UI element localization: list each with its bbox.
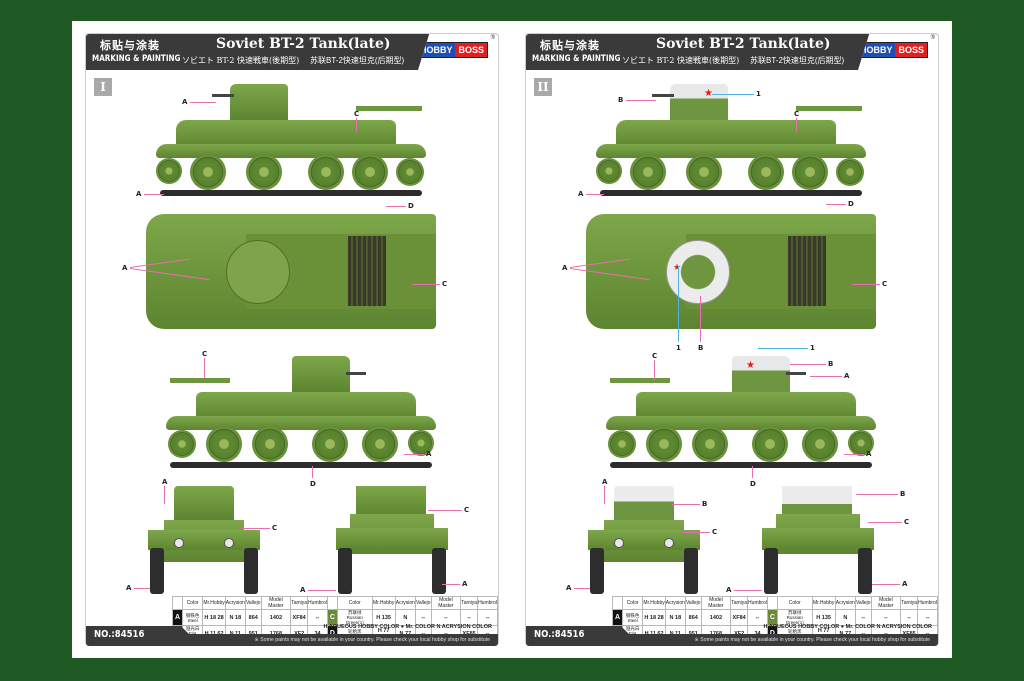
callout-b: B: [828, 360, 834, 368]
callout-a: A: [866, 450, 872, 458]
callout-c: C: [442, 280, 448, 288]
red-star-icon: ★: [704, 88, 713, 99]
callout-c: C: [794, 110, 800, 118]
callout-b: B: [698, 344, 704, 352]
kit-number: NO.:84516: [94, 629, 145, 640]
callout-c: C: [272, 524, 278, 532]
availability-note: ※ Some paints may not be available in yo…: [254, 637, 490, 643]
callout-c: C: [354, 110, 360, 118]
callout-c: C: [202, 350, 208, 358]
callout-b: B: [702, 500, 708, 508]
callout-1: 1: [810, 344, 815, 352]
subtitle-jp: ソビエト BT-2 快速戦車(後期型): [182, 56, 300, 65]
page-header: 标贴与涂装 MARKING & PAINTING Soviet BT-2 Tan…: [526, 34, 938, 70]
instruction-sheet: 标贴与涂装 MARKING & PAINTING Soviet BT-2 Tan…: [72, 21, 952, 658]
tank-rear-view: [762, 486, 874, 596]
callout-a: A: [162, 478, 168, 486]
paint-legend: H AQUEOUS HOBBY COLOR ● Mr. COLOR N ACRY…: [763, 624, 932, 630]
callout-d: D: [408, 202, 414, 210]
page-scheme-2: 标贴与涂装 MARKING & PAINTING Soviet BT-2 Tan…: [525, 33, 939, 646]
callout-a: A: [126, 584, 132, 592]
callout-a: A: [844, 372, 850, 380]
model-title: Soviet BT-2 Tank(late): [216, 36, 391, 52]
tank-side-view-right: [146, 84, 436, 199]
turret-roundel: [666, 240, 730, 304]
callout-c: C: [464, 506, 470, 514]
page-scheme-1: 标贴与涂装 MARKING & PAINTING Soviet BT-2 Tan…: [85, 33, 499, 646]
subtitle-cn: 苏联BT-2快速坦克(后期型): [750, 56, 845, 65]
paint-legend: H AQUEOUS HOBBY COLOR ● Mr. COLOR N ACRY…: [323, 624, 492, 630]
kit-number: NO.:84516: [534, 629, 585, 640]
tank-side-view-left: [156, 356, 446, 471]
tank-front-view: [588, 486, 700, 596]
callout-a: A: [300, 586, 306, 594]
callout-a: A: [578, 190, 584, 198]
callout-c: C: [904, 518, 910, 526]
callout-a: A: [902, 580, 908, 588]
callout-b: B: [900, 490, 906, 498]
model-title: Soviet BT-2 Tank(late): [656, 36, 831, 52]
tank-side-view-left: ★: [596, 356, 886, 471]
availability-note: ※ Some paints may not be available in yo…: [694, 637, 930, 643]
callout-d: D: [848, 200, 854, 208]
subtitle-cn: 苏联BT-2快速坦克(后期型): [310, 56, 405, 65]
header-title-cn: 标贴与涂装: [100, 40, 160, 52]
page-header: 标贴与涂装 MARKING & PAINTING Soviet BT-2 Tan…: [86, 34, 498, 70]
callout-d: D: [310, 480, 316, 488]
callout-a: A: [566, 584, 572, 592]
tank-top-view: ★: [586, 214, 876, 329]
callout-c: C: [652, 352, 658, 360]
callout-a: A: [562, 264, 568, 272]
tank-rear-view: [336, 486, 448, 596]
callout-c: C: [882, 280, 888, 288]
tank-top-view: [146, 214, 436, 329]
callout-1: 1: [756, 90, 761, 98]
tank-front-view: [148, 486, 260, 596]
callout-a: A: [122, 264, 128, 272]
scheme-number: I: [94, 78, 112, 96]
header-title-cn: 标贴与涂装: [540, 40, 600, 52]
callout-a: A: [182, 98, 188, 106]
callout-b: B: [618, 96, 624, 104]
red-star-icon: ★: [673, 262, 681, 273]
callout-a: A: [462, 580, 468, 588]
subtitle-jp: ソビエト BT-2 快速戦車(後期型): [622, 56, 740, 65]
callout-a: A: [602, 478, 608, 486]
callout-d: D: [750, 480, 756, 488]
callout-1: 1: [676, 344, 681, 352]
callout-a: A: [726, 586, 732, 594]
scheme-number: II: [534, 78, 552, 96]
callout-a: A: [136, 190, 142, 198]
paint-reference-table: Color Mr.Hobby Acrysion Vallejo Model Ma…: [172, 596, 498, 642]
header-title-en: MARKING & PAINTING: [92, 54, 181, 64]
red-star-icon: ★: [746, 360, 755, 371]
header-title-en: MARKING & PAINTING: [532, 54, 621, 64]
callout-a: A: [426, 450, 432, 458]
tank-side-view-right: ★: [586, 84, 876, 199]
callout-c: C: [712, 528, 718, 536]
